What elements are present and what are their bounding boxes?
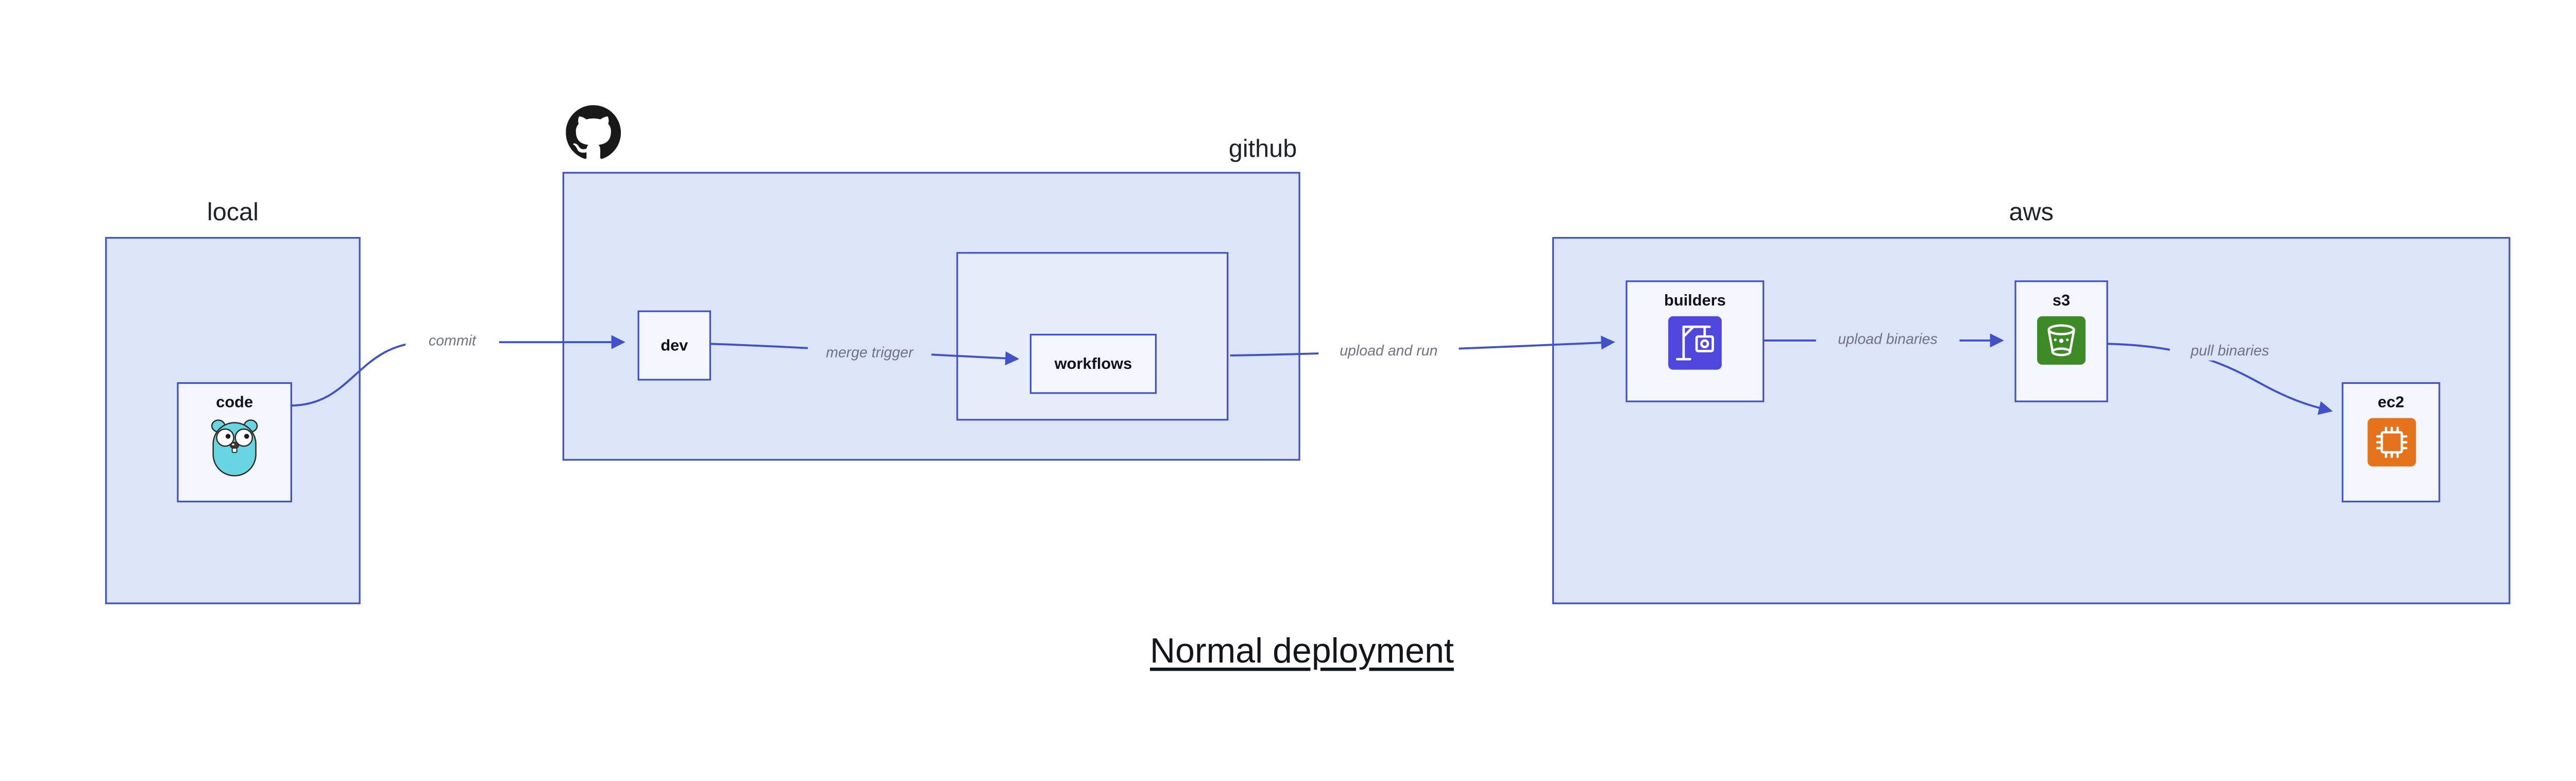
edge-label-upload-binaries: upload binaries (1816, 330, 1960, 349)
codebuild-crane-icon (1667, 315, 1722, 379)
diagram-title: Normal deployment (1150, 632, 1454, 671)
aws-group-label: aws (2009, 198, 2054, 227)
github-group-box: dev workflows (562, 172, 1300, 461)
edge-label-pull-binaries: pull binaries (2170, 342, 2290, 361)
edge-label-merge-trigger: merge trigger (808, 344, 931, 363)
local-group-box: code (105, 237, 361, 604)
github-group-label: github (1228, 135, 1297, 164)
go-gopher-icon (209, 417, 260, 486)
edge-label-upload-and-run: upload and run (1318, 342, 1459, 361)
node-s3-label: s3 (2052, 292, 2071, 311)
node-workflows: workflows (1029, 333, 1157, 394)
s3-bucket-icon (2036, 315, 2086, 373)
node-builders: builders (1625, 280, 1765, 402)
node-ec2-label: ec2 (2378, 394, 2404, 413)
node-builders-label: builders (1664, 292, 1726, 311)
node-ec2: ec2 (2342, 382, 2441, 503)
node-s3: s3 (2014, 280, 2108, 402)
aws-group-box: builders (1552, 237, 2511, 604)
master-group-box: workflows (956, 252, 1229, 421)
node-code-label: code (216, 394, 253, 413)
node-workflows-label: workflows (1054, 354, 1132, 373)
edge-label-commit: commit (405, 332, 499, 351)
node-code: code (177, 382, 292, 503)
node-dev: dev (637, 310, 711, 381)
github-logo-icon (566, 105, 621, 168)
node-dev-label: dev (660, 336, 688, 355)
ec2-chip-icon (2366, 417, 2416, 476)
local-group-label: local (207, 198, 259, 227)
